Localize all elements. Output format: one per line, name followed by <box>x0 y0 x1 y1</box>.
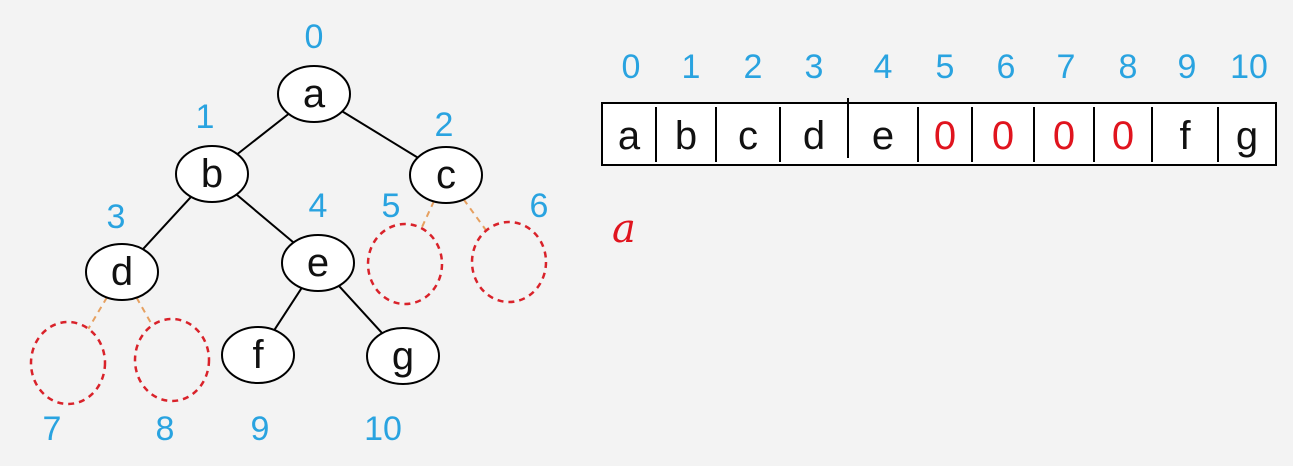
tree-node-g: g <box>366 327 440 385</box>
missing-edge-d-n8 <box>135 297 154 326</box>
node-circle <box>85 243 159 301</box>
array-index-0: 0 <box>622 48 641 86</box>
tree-node-e: e <box>281 234 355 292</box>
array-index-8: 8 <box>1119 48 1138 86</box>
missing-edge-c-n6 <box>462 198 488 232</box>
array-index-7: 7 <box>1057 48 1076 86</box>
array-index-6: 6 <box>997 48 1016 86</box>
tree-index-6: 6 <box>530 187 549 225</box>
tree-index-3: 3 <box>107 198 126 236</box>
tree-edges <box>87 110 488 334</box>
node-circle <box>366 327 440 385</box>
array-index-2: 2 <box>744 48 763 86</box>
node-label: e <box>307 241 329 285</box>
tree-edge-e-g <box>338 285 383 334</box>
tree-edge-a-c <box>341 110 419 159</box>
node-label: c <box>436 153 456 197</box>
node-label: d <box>111 250 133 294</box>
handwritten-note: a <box>612 206 636 252</box>
tree-index-9: 9 <box>251 410 270 448</box>
array-cell-3: d <box>803 114 825 158</box>
tree-index-10: 10 <box>364 410 402 448</box>
array-cell-10: g <box>1236 114 1258 158</box>
array-index-10: 10 <box>1230 48 1268 86</box>
tree-index-8: 8 <box>156 410 175 448</box>
array-cell-1: b <box>675 114 697 158</box>
tree-node-f: f <box>221 326 295 384</box>
tree-index-5: 5 <box>382 187 401 225</box>
tree-index-2: 2 <box>435 106 454 144</box>
array-cell-8: 0 <box>1112 114 1134 158</box>
empty-node-circle <box>366 222 444 306</box>
missing-edge-c-n5 <box>420 200 435 229</box>
tree-index-1: 1 <box>196 98 215 136</box>
array-cell-2: c <box>738 114 758 158</box>
tree-node-d: d <box>85 243 159 301</box>
array-cell-5: 0 <box>934 114 956 158</box>
empty-slot-6 <box>470 220 548 304</box>
tree-edge-a-b <box>236 113 290 155</box>
node-label: g <box>392 334 414 378</box>
empty-slot-5 <box>366 222 444 306</box>
tree-node-c: c <box>409 146 483 204</box>
missing-edge-d-n7 <box>87 296 108 330</box>
tree-edge-b-d <box>142 196 192 250</box>
tree-edge-e-f <box>273 287 303 331</box>
array-index-1: 1 <box>682 48 701 86</box>
tree-node-b: b <box>175 145 249 203</box>
array-index-4: 4 <box>874 48 893 86</box>
array-cell-6: 0 <box>992 114 1014 158</box>
node-label: b <box>201 152 223 196</box>
node-label: f <box>252 333 264 377</box>
empty-slot-7 <box>29 320 107 406</box>
tree-index-0: 0 <box>305 18 324 56</box>
array-index-3: 3 <box>805 48 824 86</box>
tree-index-labels: 0 1 2 3 4 5 6 7 8 9 10 <box>43 18 549 448</box>
array-index-5: 5 <box>936 48 955 86</box>
array-cell-7: 0 <box>1053 114 1075 158</box>
node-circle <box>409 146 483 204</box>
node-label: a <box>303 72 326 116</box>
empty-node-circle <box>29 320 107 406</box>
node-circle <box>175 145 249 203</box>
array-cell-9: f <box>1179 114 1191 158</box>
empty-node-circle <box>470 220 548 304</box>
array-index-9: 9 <box>1178 48 1197 86</box>
empty-node-circle <box>133 317 211 403</box>
empty-slot-8 <box>133 317 211 403</box>
array-cell-0: a <box>618 114 641 158</box>
tree-index-7: 7 <box>43 410 62 448</box>
array-outline <box>601 102 1277 166</box>
array-index-labels: 0 1 2 3 4 5 6 7 8 9 10 <box>622 48 1268 86</box>
array-cell-4: e <box>872 114 894 158</box>
node-circle <box>277 65 351 123</box>
node-circle <box>281 234 355 292</box>
tree-edge-b-e <box>235 193 295 244</box>
tree-node-a: a <box>277 65 351 123</box>
tree-index-4: 4 <box>309 187 328 225</box>
node-circle <box>221 326 295 384</box>
tree-nodes: a b c d e f g <box>29 65 548 406</box>
